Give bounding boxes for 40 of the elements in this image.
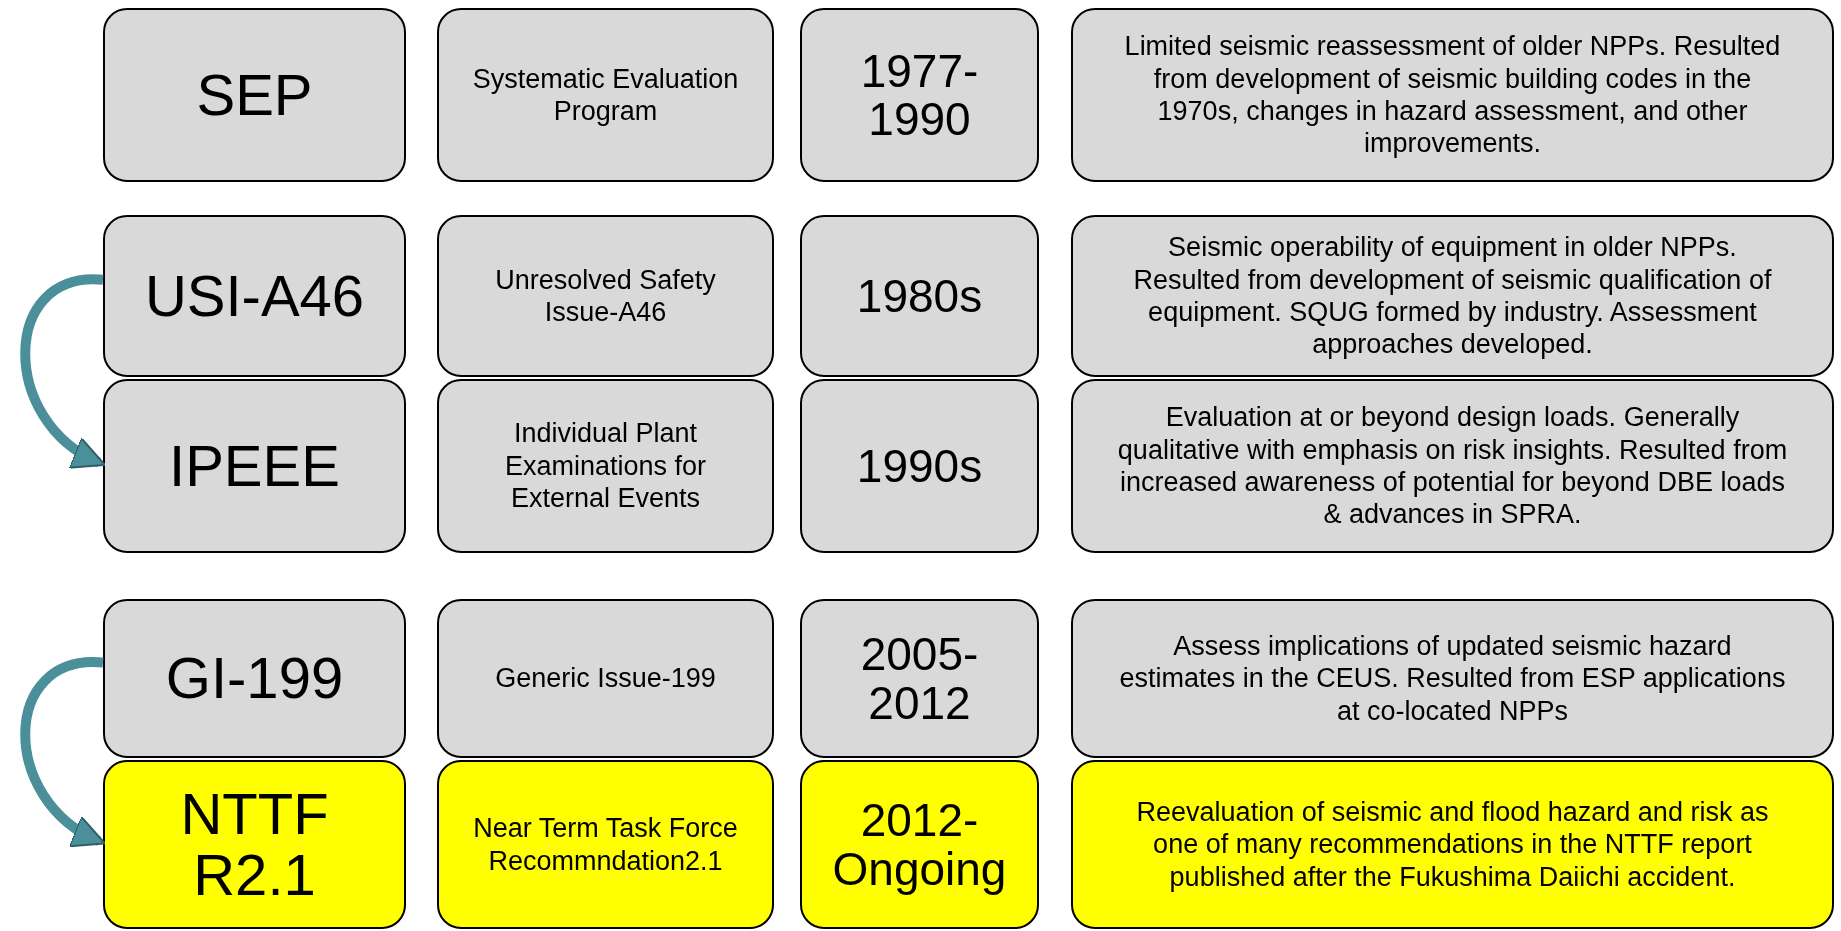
rounded-box — [437, 379, 774, 553]
program-acronym: IPEEE — [169, 435, 340, 497]
rounded-box — [800, 215, 1039, 377]
program-description: Evaluation at or beyond design loads. Generally qualitative with emphasis on risk insights. Resulted from increased awareness of potential for beyond DBE loads & advances in SPRA. — [1116, 401, 1789, 531]
rounded-box — [437, 760, 774, 929]
program-name: Generic Issue-199 — [495, 662, 716, 695]
rounded-box — [437, 8, 774, 182]
program-acronym: SEP — [196, 64, 313, 126]
program-description: Limited seismic reassessment of older NPPs. Resulted from development of seismic building codes in the 1970s, changes in hazard assessment, and other improvements. — [1123, 30, 1782, 160]
rounded-box — [103, 379, 406, 553]
program-name: Systematic Evaluation Program — [471, 62, 740, 128]
program-name: Near Term Task Force Recommndation2.1 — [472, 812, 739, 877]
rounded-box — [103, 599, 406, 758]
date-range: 2012- Ongoing — [832, 796, 1007, 893]
rounded-box — [800, 379, 1039, 553]
rounded-box — [103, 8, 406, 182]
rounded-box — [800, 599, 1039, 758]
rounded-box — [1071, 8, 1834, 182]
program-description: Seismic operability of equipment in older NPPs. Resulted from development of seismic qualification of equipment. SQUG formed by industry. Assessment approaches developed. — [1132, 231, 1773, 361]
rounded-box — [103, 760, 406, 929]
program-description: Assess implications of updated seismic hazard estimates in the CEUS. Resulted from ESP applications at co-located NPPs — [1118, 629, 1787, 728]
program-acronym: USI-A46 — [144, 265, 365, 327]
program-acronym: NTTF R2.1 — [179, 783, 330, 906]
date-range: 1990s — [856, 441, 983, 491]
rounded-box — [1071, 379, 1834, 553]
rounded-box — [437, 599, 774, 758]
date-range: 1977- 1990 — [859, 46, 980, 144]
rounded-box — [1071, 215, 1834, 377]
rounded-box — [437, 215, 774, 377]
date-range: 1980s — [856, 271, 983, 321]
rounded-box — [800, 760, 1039, 929]
program-name: Unresolved Safety Issue-A46 — [494, 263, 717, 329]
program-acronym: GI-199 — [165, 648, 344, 709]
date-range: 2005- 2012 — [859, 630, 980, 727]
program-description: Reevaluation of seismic and flood hazard and risk as one of many recommendations in the NTTF report published after the Fukushima Daiichi accident. — [1135, 795, 1770, 894]
rounded-box — [103, 215, 406, 377]
program-name: Individual Plant Examinations for External Events — [503, 417, 708, 515]
rounded-box — [800, 8, 1039, 182]
rounded-box — [1071, 599, 1834, 758]
rounded-box — [1071, 760, 1834, 929]
